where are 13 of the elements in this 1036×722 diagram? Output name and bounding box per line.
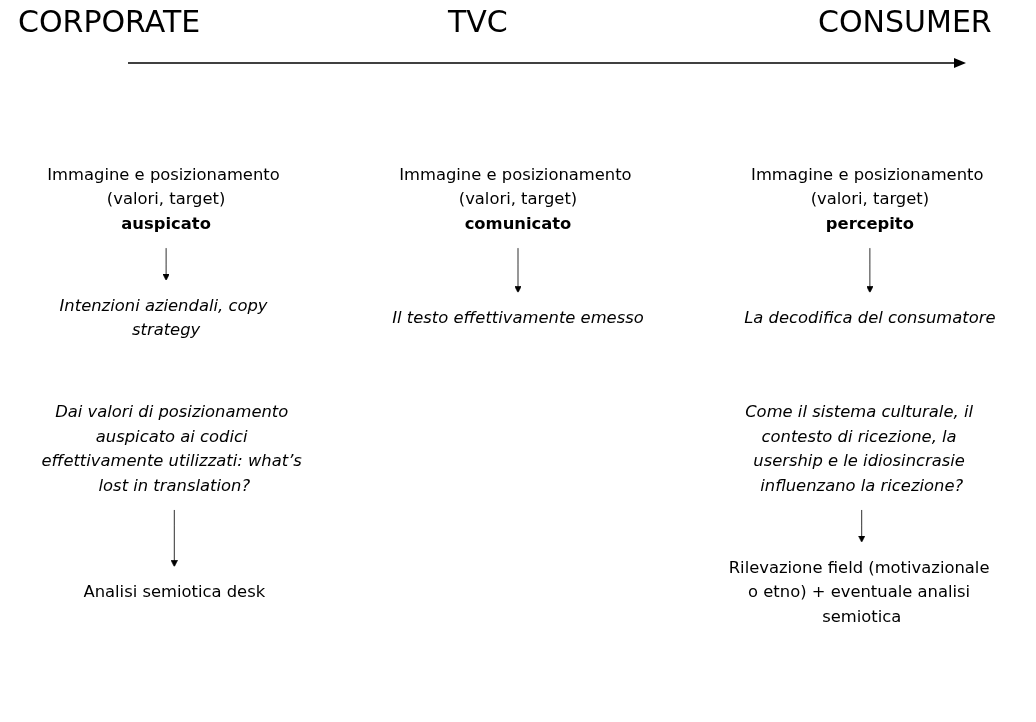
node-text: Rilevazione field (motivazionale o etno) + eventuale analisi semiotica bbox=[728, 557, 990, 626]
node-text: Dai valori di posizionamento auspicato ai codici effettivamente utilizzati: what’s lost in translation? bbox=[41, 401, 302, 495]
node-text: Come il sistema culturale, il contesto di ricezione, la usership e le idiosincrasie influenzano la ricezione? bbox=[745, 401, 973, 495]
node-text: Immagine e posizionamento (valori, target) percepito bbox=[751, 164, 984, 233]
node-text: Immagine e posizionamento (valori, target) auspicato bbox=[47, 164, 280, 233]
node-text: La decodifica del consumatore bbox=[744, 307, 996, 328]
node-text: Immagine e posizionamento (valori, target) comunicato bbox=[399, 164, 632, 233]
column-heading: CORPORATE bbox=[18, 4, 201, 39]
column-heading: TVC bbox=[448, 4, 508, 39]
node-text: Intenzioni aziendali, copy strategy bbox=[59, 295, 268, 340]
node-text: Analisi semiotica desk bbox=[83, 581, 266, 602]
node-text: Il testo effettivamente emesso bbox=[392, 307, 644, 328]
column-heading: CONSUMER bbox=[818, 4, 992, 39]
